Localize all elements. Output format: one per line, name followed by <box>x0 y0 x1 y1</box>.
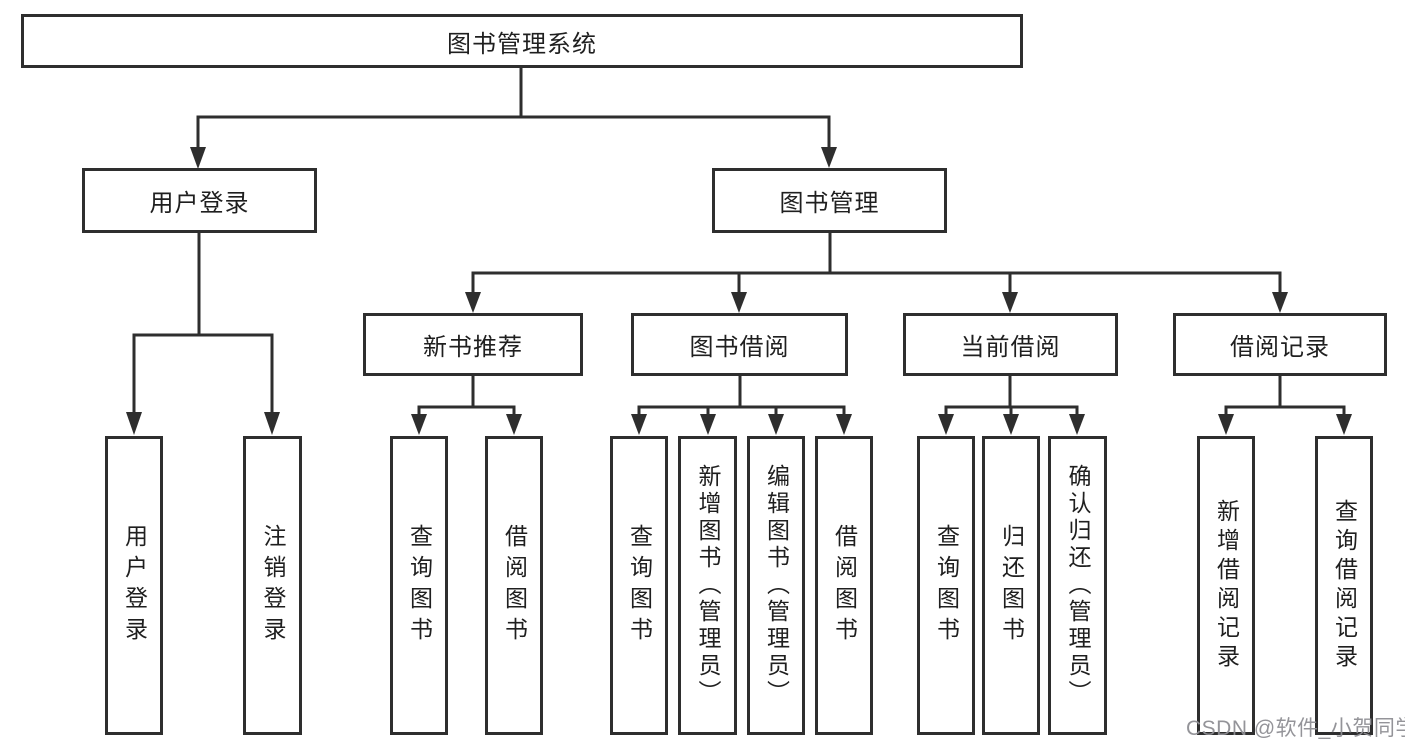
leaf-borrow-books: 借阅图书 <box>815 436 873 735</box>
leaf-confirm-return-admin: 确认归还（管理员） <box>1048 436 1107 735</box>
node-user-login: 用户登录 <box>82 168 317 233</box>
node-current-borrow: 当前借阅 <box>903 313 1118 376</box>
leaf-user-login: 用户登录 <box>105 436 163 735</box>
node-book-management: 图书管理 <box>712 168 947 233</box>
leaf-edit-books-admin: 编辑图书（管理员） <box>747 436 805 735</box>
leaf-query-borrow-record: 查询借阅记录 <box>1315 436 1373 735</box>
leaf-query-books-recommend: 查询图书 <box>390 436 448 735</box>
leaf-query-books-current: 查询图书 <box>917 436 975 735</box>
node-borrow-records: 借阅记录 <box>1173 313 1387 376</box>
leaf-add-borrow-record: 新增借阅记录 <box>1197 436 1255 735</box>
watermark-text: CSDN @软件_小贺同学 <box>1186 717 1405 740</box>
node-root: 图书管理系统 <box>21 14 1023 68</box>
leaf-return-books: 归还图书 <box>982 436 1040 735</box>
leaf-logout: 注销登录 <box>243 436 302 735</box>
node-new-book-recommend: 新书推荐 <box>363 313 583 376</box>
leaf-borrow-books-recommend: 借阅图书 <box>485 436 543 735</box>
leaf-query-books-borrow: 查询图书 <box>610 436 668 735</box>
node-book-borrow: 图书借阅 <box>631 313 848 376</box>
leaf-add-books-admin: 新增图书（管理员） <box>678 436 737 735</box>
